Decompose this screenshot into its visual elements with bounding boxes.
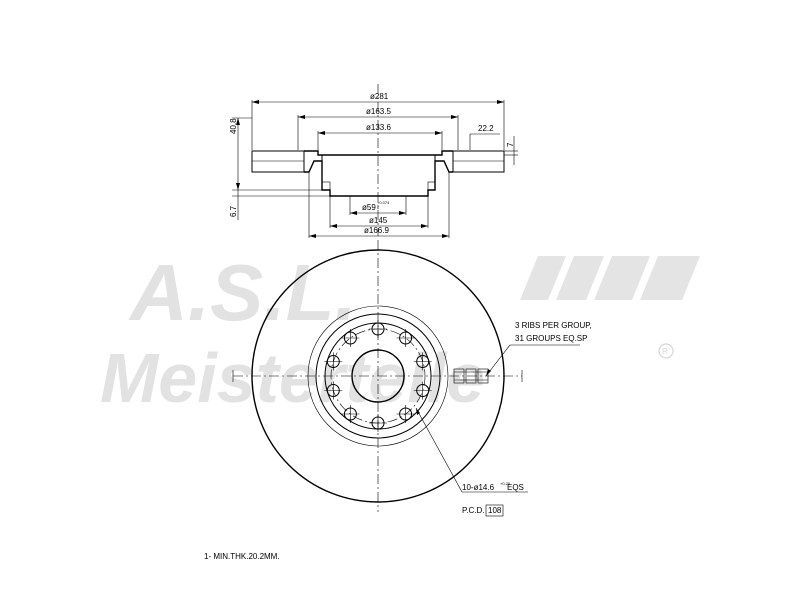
dim-hat-top-diameter: ø163.5 (366, 107, 391, 116)
dim-outer-diameter: ø281 (370, 92, 389, 101)
hat-top-outline (304, 150, 453, 156)
dim-hat-depth: 7 (506, 142, 515, 147)
dim-hub-bore-tol-upper: +0.074 (377, 200, 390, 205)
registered-mark-letter: R (662, 347, 668, 356)
pcd-box (485, 504, 504, 517)
pcd-label: P.C.D. (462, 506, 485, 515)
right-friction-ring (452, 150, 505, 173)
holes-leader (415, 407, 463, 493)
hat-profile (304, 160, 453, 197)
dim-total-height: 40.8 (229, 118, 238, 134)
dim-disc-thickness: 22.2 (478, 124, 494, 133)
watermark-stripes-icon (520, 256, 700, 300)
dim-166-diameter: ø166.9 (364, 226, 389, 235)
holes-callout-suffix: EQS (507, 483, 524, 492)
dim-145-diameter: ø145 (369, 216, 388, 225)
watermark-line1: A.S.L. (128, 248, 357, 337)
bolt-holes (324, 320, 432, 432)
ribs-callout-line1: 3 RIBS PER GROUP, (515, 321, 592, 330)
holes-callout-tol: +0.20 (500, 481, 511, 486)
dim-hub-bore: ø59 (362, 203, 376, 212)
rib-detail (453, 344, 580, 384)
dim-hub-bore-tol-lower: 0 (377, 205, 380, 210)
holes-callout: 10-ø14.6 (462, 483, 495, 492)
front-view: 3 RIBS PER GROUP, 31 GROUPS EQ.SP 10-ø14… (232, 240, 592, 517)
dim-hat-inner-diameter: ø133.6 (366, 123, 391, 132)
watermark-line2: Meisterteile (100, 339, 485, 417)
section-view: ø281 ø163.5 ø133.6 22.2 7 40.8 6.7 (229, 84, 518, 238)
ribs-callout-line2: 31 GROUPS EQ.SP (515, 334, 587, 343)
watermark-logo: A.S.L. Meisterteile R (100, 248, 700, 417)
left-friction-ring (251, 150, 305, 173)
min-thickness-note: 1- MIN.THK.20.2MM. (204, 552, 280, 561)
registered-mark-icon (658, 343, 674, 359)
dim-hub-thickness: 6.7 (229, 205, 238, 217)
pcd-value: 108 (488, 506, 502, 515)
